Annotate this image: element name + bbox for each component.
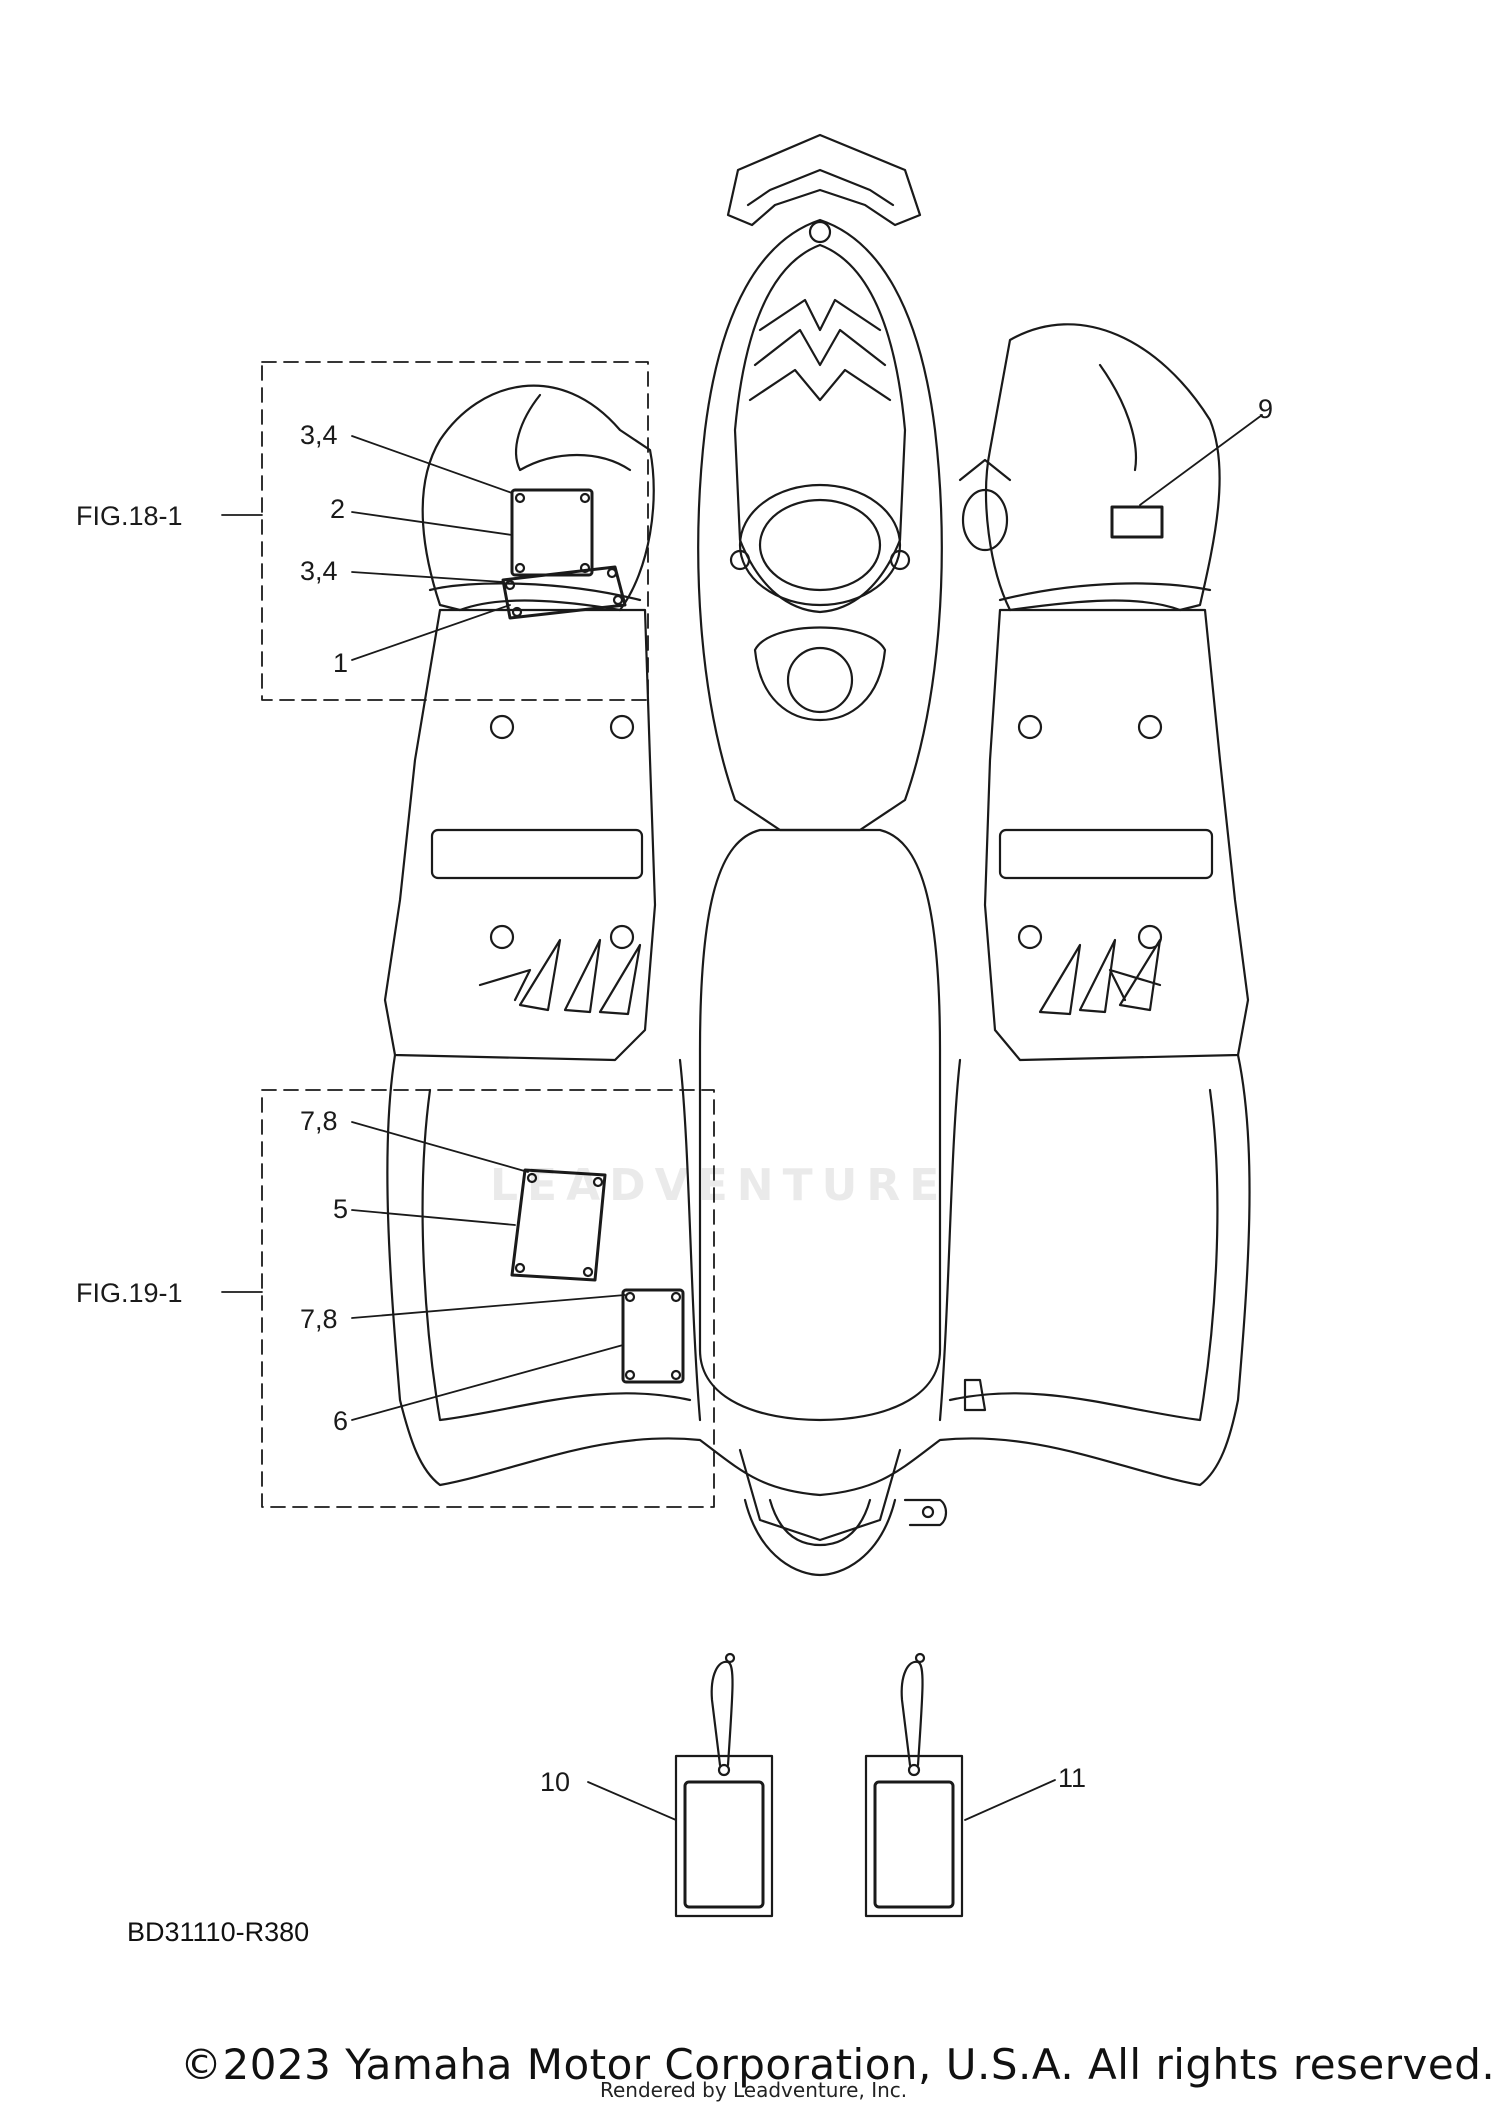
fig-18-label[interactable]: FIG.18-1 (76, 501, 183, 531)
watermark: LEADVENTURE (490, 1160, 949, 1211)
callout-3-4-lower: 3,4 (300, 556, 338, 586)
decal-9 (1110, 505, 1164, 539)
vehicle-body (383, 133, 1251, 1577)
callout-3-4-upper: 3,4 (300, 420, 338, 450)
fig-19-1-box (261, 1089, 715, 1508)
hang-tag-10 (674, 1652, 774, 1918)
decal-5 (510, 1168, 607, 1282)
callout-5: 5 (333, 1194, 348, 1224)
diagram-code: BD31110-R380 (127, 1917, 310, 1947)
rendered-by-notice: Rendered by Leadventure, Inc. (600, 2078, 908, 2102)
callout-7-8-lower: 7,8 (300, 1304, 338, 1334)
callout-2: 2 (330, 494, 345, 524)
callout-9: 9 (1258, 394, 1273, 424)
callout-10: 10 (540, 1767, 570, 1797)
fig-19-label[interactable]: FIG.19-1 (76, 1278, 183, 1308)
callout-1: 1 (333, 648, 348, 678)
fig-18-1-box (261, 361, 649, 701)
leader-lines (351, 414, 1263, 1821)
hang-tag-11 (864, 1652, 964, 1918)
copyright-notice: ©2023 Yamaha Motor Corporation, U.S.A. A… (180, 2040, 1496, 2089)
decal-2 (510, 488, 594, 577)
callout-11: 11 (1058, 1763, 1086, 1793)
callout-6: 6 (333, 1406, 348, 1436)
decal-6 (621, 1288, 685, 1384)
callout-7-8-upper: 7,8 (300, 1106, 338, 1136)
